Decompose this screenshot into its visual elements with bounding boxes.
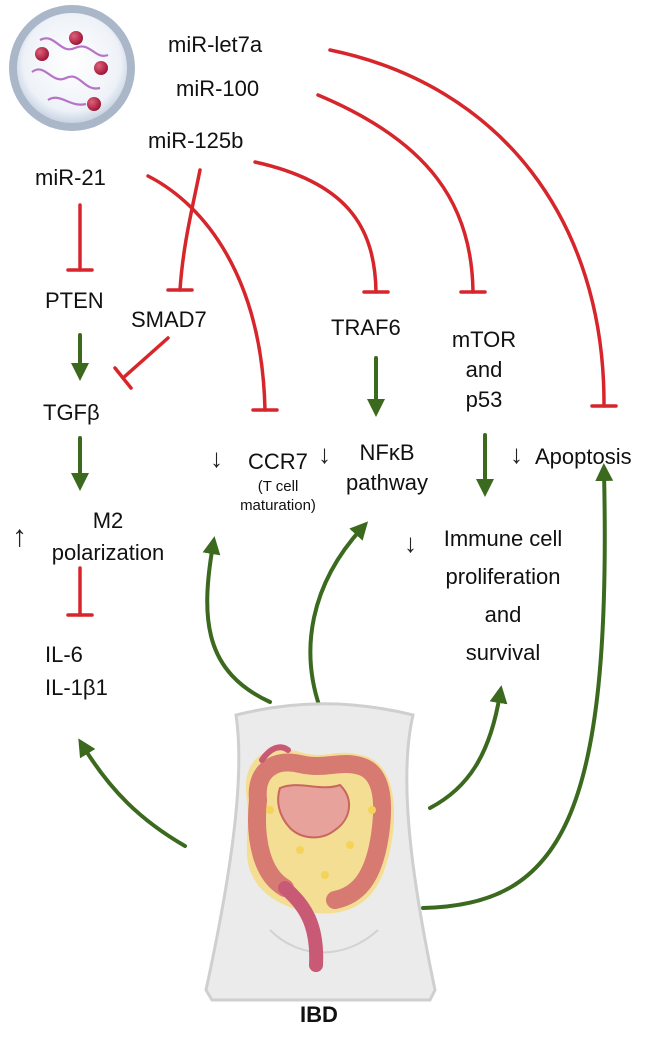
pten-label: PTEN xyxy=(45,288,104,313)
il6-label: IL-6 xyxy=(45,642,83,667)
activation-ibd-nfkb xyxy=(308,521,369,710)
ibd-label: IBD xyxy=(300,1002,338,1027)
activation-arrows xyxy=(71,333,614,910)
mirna-100-label: miR-100 xyxy=(176,76,260,101)
inhibition-mir21-ccr7 xyxy=(146,174,267,412)
nfkb-line1: NFκB xyxy=(359,440,415,465)
mtor-p53-label: mTOR and p53 xyxy=(442,325,526,415)
activation-ibd-il6 xyxy=(78,738,187,848)
immune-line3: and xyxy=(484,602,522,627)
inhibition-lines xyxy=(66,48,618,617)
p53-line: p53 xyxy=(465,387,503,412)
activation-ibd-apoptosis xyxy=(421,463,614,910)
inhibition-smad7-tgfb xyxy=(121,336,170,380)
exosome-vesicle-icon xyxy=(9,5,135,131)
mtor-and-line: and xyxy=(465,357,503,382)
apoptosis-label: Apoptosis xyxy=(535,444,632,469)
inhibition-smad7-tgfb-bar xyxy=(113,366,133,390)
smad7-label: SMAD7 xyxy=(131,307,207,332)
m2-line1: M2 xyxy=(92,508,124,533)
abdomen-with-inflamed-colon-icon xyxy=(204,702,437,1002)
inhibition-let7a-apoptosis xyxy=(328,48,606,408)
immune-line1: Immune cell xyxy=(443,526,563,551)
inhibition-mir125b-smad7 xyxy=(178,168,202,292)
activation-ibd-ccr7 xyxy=(202,536,272,704)
immune-line4: survival xyxy=(465,640,541,665)
mirna-21-label: miR-21 xyxy=(35,165,106,190)
nfkb-label: NFκB pathway xyxy=(333,438,441,498)
mirna-125b-label: miR-125b xyxy=(148,128,244,153)
nfkb-down-arrow-icon: ↓ xyxy=(318,439,331,469)
ccr7-down-arrow-icon: ↓ xyxy=(210,443,223,473)
activation-ibd-immune xyxy=(428,685,508,810)
mirna-let7a-label: miR-let7a xyxy=(168,32,263,57)
nfkb-line2: pathway xyxy=(346,470,428,495)
immune-line2: proliferation xyxy=(445,564,561,589)
ccr7-label: CCR7 xyxy=(248,449,308,474)
ccr7-note-line2: maturation) xyxy=(240,496,316,514)
m2-line2: polarization xyxy=(51,540,165,565)
inhibition-mir100-mtor xyxy=(316,93,475,294)
traf6-label: TRAF6 xyxy=(331,315,401,340)
tgfb-label: TGFβ xyxy=(43,400,100,425)
immune-down-arrow-icon: ↓ xyxy=(404,528,417,558)
apoptosis-down-arrow-icon: ↓ xyxy=(510,439,523,469)
m2-polarization-label: M2 polarization xyxy=(28,505,188,569)
immune-proliferation-label: Immune cell proliferation and survival xyxy=(428,520,578,672)
m2-up-arrow-icon: ↑ xyxy=(12,520,27,553)
il1b1-label: IL-1β1 xyxy=(45,675,108,700)
inhibition-mir125b-traf6 xyxy=(253,160,378,294)
mtor-line: mTOR xyxy=(451,327,517,352)
ccr7-note-line1: (T cell xyxy=(257,478,299,495)
ccr7-note: (T cell maturation) xyxy=(222,478,334,516)
